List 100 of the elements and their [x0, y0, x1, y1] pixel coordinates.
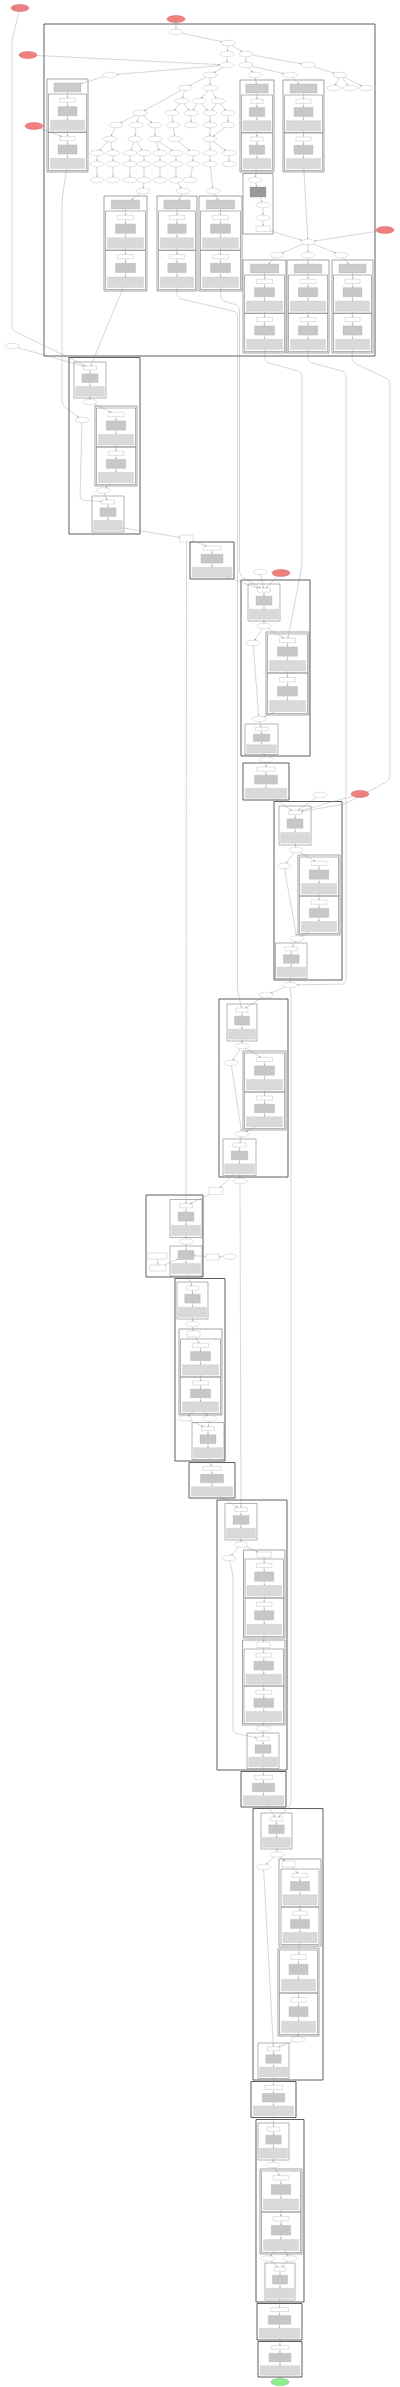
cluster-frame — [91, 495, 125, 533]
arrow — [282, 243, 304, 254]
arrow — [219, 1173, 235, 1188]
small-box — [295, 136, 312, 142]
shaded-box — [253, 733, 270, 742]
small-box — [256, 766, 276, 772]
arrow — [122, 527, 180, 538]
shaded-box — [338, 263, 367, 274]
arrow — [263, 1869, 274, 2047]
arrow — [292, 77, 299, 84]
shaded-box — [57, 144, 78, 155]
small-box — [186, 1285, 199, 1291]
arrow — [273, 798, 292, 811]
arrow — [172, 115, 174, 122]
cluster-frame — [259, 2168, 303, 2255]
shaded-box — [231, 1150, 248, 1160]
cluster-frame — [241, 94, 273, 133]
cluster-frame — [247, 583, 281, 622]
shaded-box — [290, 1881, 310, 1891]
arrow — [272, 2076, 275, 2086]
arrow — [268, 257, 275, 264]
cluster-frame — [242, 1639, 286, 1726]
wide-shaded-box — [259, 2328, 300, 2339]
arrow — [265, 771, 267, 775]
arrow — [231, 1546, 239, 1556]
arrow — [124, 248, 127, 255]
small-box — [284, 946, 298, 951]
arrow — [297, 349, 347, 986]
arrow — [302, 130, 305, 137]
arrow — [286, 656, 289, 661]
cluster-frame — [242, 1050, 287, 1131]
small-box — [311, 861, 327, 866]
wide-shaded-box — [301, 883, 337, 895]
cluster-frame — [216, 1499, 288, 1771]
small-box — [255, 1652, 272, 1658]
arrow — [105, 482, 112, 488]
arrow — [211, 90, 217, 99]
arrow — [190, 166, 193, 178]
shaded-box — [286, 818, 304, 829]
wide-shaded-box — [246, 300, 283, 312]
shaded-box — [232, 1515, 250, 1525]
arrow — [278, 2324, 281, 2329]
wide-shaded-box — [98, 434, 134, 446]
shaded-box — [294, 263, 322, 274]
arrow — [189, 77, 206, 86]
small-box — [169, 254, 185, 260]
small-box — [108, 451, 124, 456]
cluster-frame — [68, 357, 141, 535]
shaded-box — [177, 1211, 195, 1222]
arrow — [279, 1856, 285, 1861]
cluster-frame — [169, 1245, 203, 1277]
shaded-box — [298, 287, 318, 297]
arrow — [302, 103, 305, 108]
wide-shaded-box — [50, 119, 85, 131]
shaded-box — [210, 263, 231, 273]
small-box — [149, 1264, 167, 1272]
small-box — [179, 534, 194, 543]
arrow — [124, 219, 127, 224]
small-box — [256, 1551, 272, 1558]
arrow — [195, 1336, 200, 1343]
shaded-box — [253, 1661, 274, 1671]
shaded-box — [342, 287, 363, 297]
arrow — [124, 233, 127, 238]
arrow — [211, 103, 217, 111]
arrow — [263, 711, 276, 717]
arrow — [282, 2260, 288, 2267]
arrow — [271, 986, 286, 994]
arrow — [131, 193, 140, 200]
cluster-frame — [244, 1052, 285, 1093]
wide-shaded-box — [171, 1263, 201, 1274]
small-box — [290, 1997, 307, 2003]
arrow — [219, 1256, 224, 1258]
arrow — [263, 283, 266, 288]
arrow — [297, 2016, 300, 2021]
cluster-frame — [244, 274, 285, 314]
shaded-box — [234, 1016, 250, 1026]
arrow — [61, 168, 79, 418]
shaded-box — [254, 1571, 275, 1582]
cluster-frame — [280, 1868, 320, 1908]
shaded-box — [271, 2184, 291, 2195]
shaded-box — [283, 954, 300, 964]
arrow — [286, 642, 289, 647]
small-box — [344, 279, 361, 284]
cluster-frame — [288, 313, 328, 352]
arrow — [245, 1546, 258, 1553]
shaded-box — [190, 1351, 211, 1361]
arrow — [260, 730, 263, 734]
arrow — [238, 1146, 241, 1151]
arrow — [220, 287, 261, 589]
small-box — [232, 1142, 247, 1148]
arrow — [191, 1290, 194, 1294]
arrow — [272, 2089, 275, 2094]
arrow — [275, 1833, 278, 1838]
wide-shaded-box — [202, 276, 239, 288]
small-box — [235, 1007, 249, 1013]
arrow — [344, 77, 362, 86]
wide-shaded-box — [160, 237, 194, 249]
cluster-frame — [257, 2122, 290, 2161]
small-box — [290, 1954, 307, 1960]
arrow — [189, 1420, 204, 1427]
